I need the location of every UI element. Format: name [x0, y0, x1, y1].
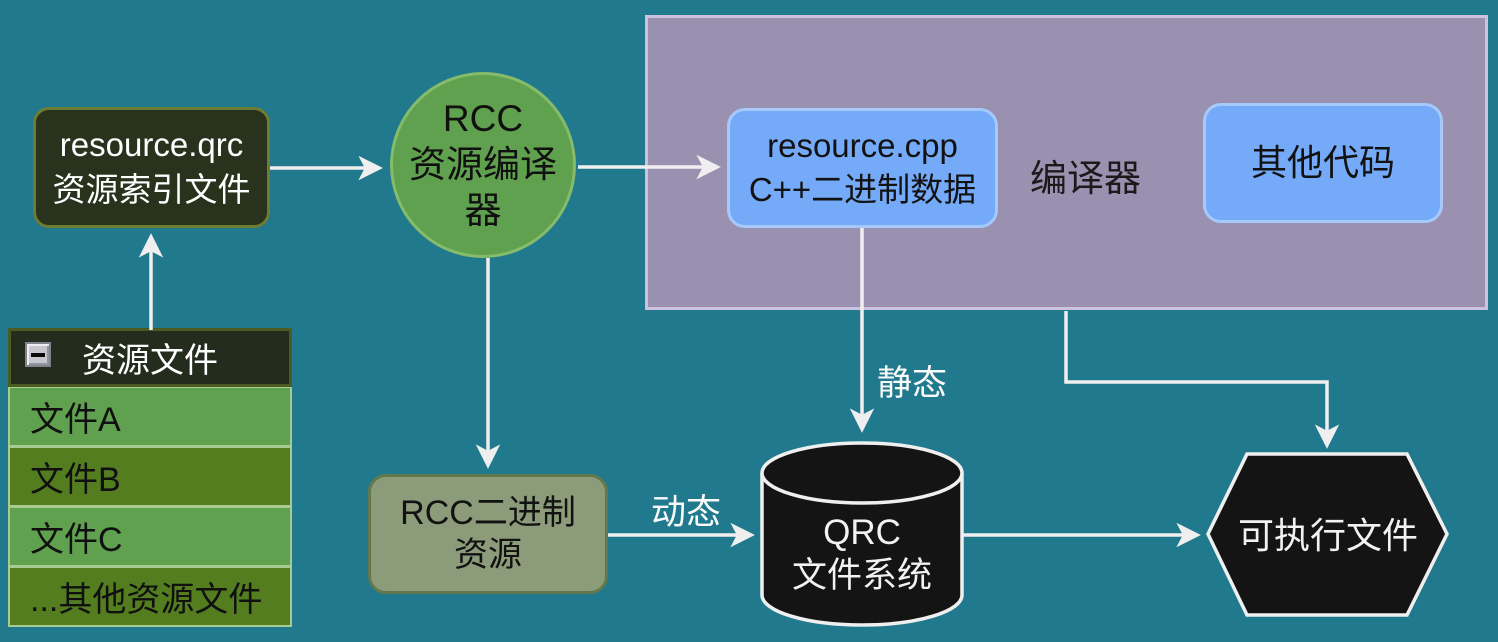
table-row-other-files: ...其他资源文件	[8, 567, 292, 627]
node-rcc-binary-label: RCC二进制资源	[400, 493, 576, 575]
node-rcc-subtitle: 资源编译器	[409, 143, 557, 232]
node-rcc-binary-resource: RCC二进制资源	[368, 474, 608, 594]
node-qrc-filesystem-label: QRC 文件系统	[762, 512, 962, 597]
node-resource-qrc-title: resource.qrc	[59, 125, 244, 163]
table-row-file-b: 文件B	[8, 447, 292, 507]
compiler-group-label: 编译器	[1030, 158, 1141, 199]
edge-label-dynamic: 动态	[650, 493, 721, 532]
node-resource-cpp-title: resource.cpp	[767, 127, 958, 165]
qrc-filesystem-subtitle: 文件系统	[791, 555, 932, 595]
arrow-compiler-to-executable-elbow	[1064, 311, 1340, 449]
table-row-file-c: 文件C	[8, 507, 292, 567]
resource-table-header: 资源文件	[8, 328, 292, 387]
resource-table-header-label: 资源文件	[82, 342, 218, 380]
edge-label-static: 静态	[877, 364, 948, 403]
executable-label: 可执行文件	[1237, 515, 1418, 556]
node-executable-label: 可执行文件	[1208, 514, 1448, 558]
qrc-filesystem-title: QRC	[823, 513, 901, 552]
table-row-file-a: 文件A	[8, 387, 292, 447]
minus-collapse-icon[interactable]	[25, 342, 51, 367]
node-resource-cpp: resource.cpp C++二进制数据	[727, 108, 998, 228]
node-resource-qrc: resource.qrc 资源索引文件	[33, 107, 270, 228]
node-resource-qrc-subtitle: 资源索引文件	[52, 170, 251, 208]
node-resource-cpp-subtitle: C++二进制数据	[748, 171, 977, 208]
node-rcc-compiler: RCC 资源编译器	[390, 72, 576, 258]
resource-file-table: 资源文件 文件A 文件B 文件C ...其他资源文件	[8, 328, 292, 627]
cylinder-top	[760, 441, 964, 505]
node-other-code: 其他代码	[1203, 103, 1443, 223]
node-rcc-title: RCC	[442, 97, 524, 139]
node-other-code-label: 其他代码	[1250, 142, 1395, 184]
